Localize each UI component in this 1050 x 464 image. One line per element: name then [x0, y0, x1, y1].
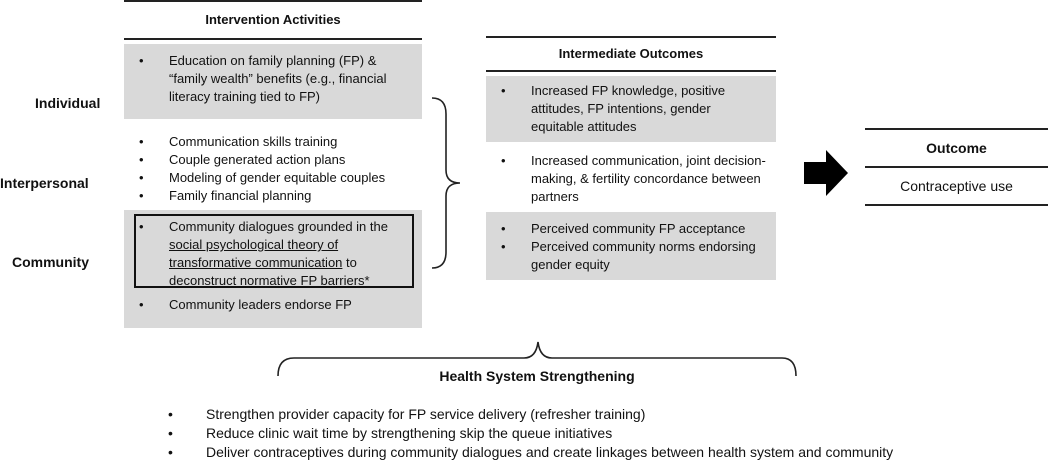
right-curly-brace — [431, 97, 461, 269]
level-label-interpersonal: Interpersonal — [0, 175, 89, 191]
intermediate-header-rule — [486, 70, 776, 72]
health-system-list-container: Strengthen provider capacity for FP serv… — [168, 405, 1048, 462]
list-item: Couple generated action plans — [124, 151, 422, 169]
list-item: Reduce clinic wait time by strengthening… — [168, 424, 1048, 443]
outcome-value: Contraceptive use — [900, 178, 1013, 194]
highlight-prefix: Community dialogues grounded in the — [169, 219, 388, 234]
list-item: Perceived community norms endorsing gend… — [486, 238, 766, 274]
theory-link-text: social psychological theory of transform… — [169, 237, 343, 270]
list-item: Modeling of gender equitable couples — [124, 169, 422, 187]
intermediate-individual-box: Increased FP knowledge, positive attitud… — [486, 76, 776, 142]
intermediate-community-box: Perceived community FP acceptancePerceiv… — [486, 212, 776, 280]
list-item: Perceived community FP acceptance — [486, 220, 766, 238]
level-label-community: Community — [12, 254, 89, 270]
intervention-title: Intervention Activities — [205, 12, 341, 27]
list-item: Family financial planning — [124, 187, 422, 205]
intervention-individual-box: Education on family planning (FP) & “fam… — [124, 44, 422, 119]
highlight-suffix: to deconstruct normative FP barriers* — [169, 255, 370, 288]
list-item: Strengthen provider capacity for FP serv… — [168, 405, 1048, 424]
list-item: Communication skills training — [124, 133, 422, 151]
list-item: Community leaders endorse FP — [124, 296, 422, 314]
outcome-top-rule — [865, 128, 1048, 130]
horizontal-curly-brace — [277, 341, 797, 377]
intermediate-title: Intermediate Outcomes — [558, 46, 704, 61]
intervention-interpersonal-box: Communication skills trainingCouple gene… — [124, 128, 422, 206]
intervention-header-rule — [124, 38, 422, 40]
list-item: Education on family planning (FP) & “fam… — [124, 52, 412, 106]
intervention-community-box: Community dialogues grounded in the soci… — [124, 210, 422, 328]
outcome-middle-rule — [865, 166, 1048, 168]
intervention-top-rule — [124, 0, 422, 2]
level-label-individual: Individual — [35, 95, 101, 111]
outcome-bottom-rule — [865, 204, 1048, 206]
list-item: Deliver contraceptives during community … — [168, 443, 1048, 462]
outcome-title: Outcome — [926, 140, 987, 156]
intermediate-interpersonal-box: Increased communication, joint decision-… — [486, 148, 776, 206]
list-item: Increased FP knowledge, positive attitud… — [486, 82, 766, 136]
list-item: Community dialogues grounded in the soci… — [124, 218, 408, 290]
health-system-title: Health System Strengthening — [439, 368, 635, 384]
right-arrow-icon — [804, 150, 848, 196]
list-item: Increased communication, joint decision-… — [486, 152, 766, 206]
intermediate-top-rule — [486, 36, 776, 38]
